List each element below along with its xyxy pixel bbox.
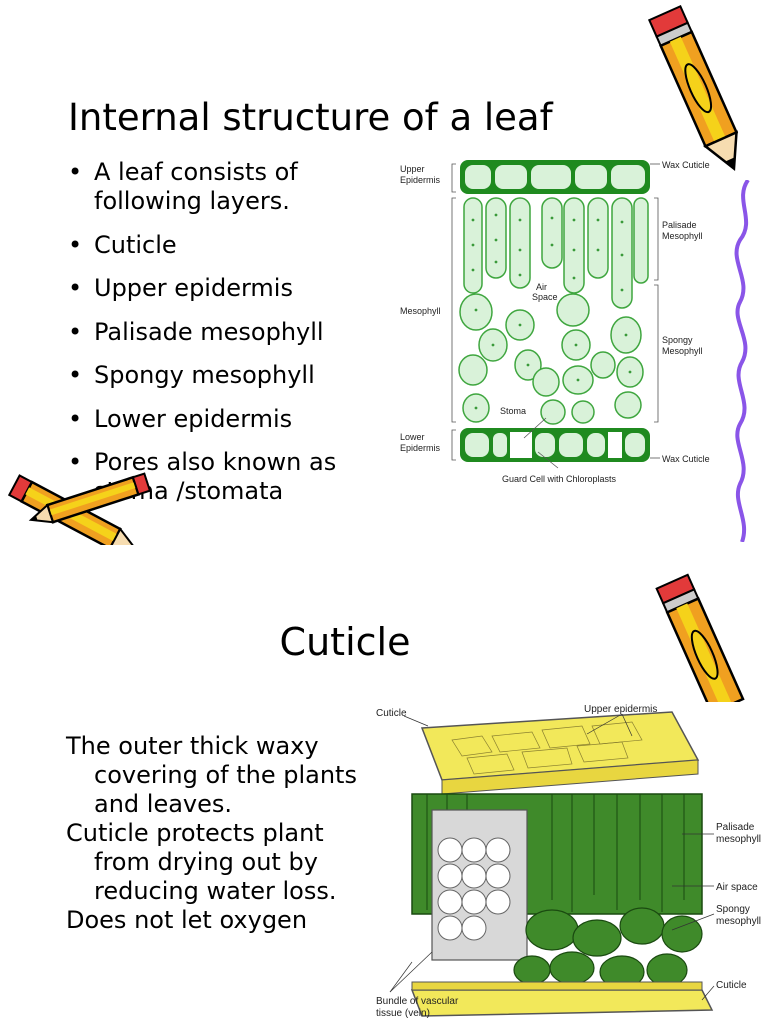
paragraph: The outer thick waxy covering of the pla… [66, 732, 357, 818]
label-wax-cuticle-bottom: Wax Cuticle [662, 454, 710, 464]
bullet-item: Palisade mesophyll [66, 318, 366, 347]
bullet-item: Upper epidermis [66, 274, 366, 303]
label-air-1: Air [536, 282, 547, 292]
slide-title: Internal structure of a leaf [68, 96, 553, 139]
label-spongy-2: mesophyll [716, 916, 761, 927]
label-air-2: Space [532, 292, 558, 302]
slide-title: Cuticle [279, 620, 411, 664]
leaf-3d-section-diagram: Cuticle Upper epidermis Palisade mesophy… [376, 704, 761, 1019]
label-spongy-2: Mesophyll [662, 346, 703, 356]
label-air-space: Air space [716, 882, 758, 893]
pencil-clipart-icon [655, 573, 745, 702]
label-bundle-1: Bundle of vascular [376, 996, 459, 1007]
label-cuticle-top: Cuticle [376, 708, 407, 719]
label-lower-epidermis-2: Epidermis [400, 443, 441, 453]
bullet-list: A leaf consists of following layers. Cut… [66, 158, 366, 521]
crossed-pencils-icon [7, 472, 152, 545]
bullet-item: Cuticle [66, 231, 366, 260]
slide-internal-structure: Internal structure of a leaf A leaf cons… [0, 0, 768, 545]
label-palisade-1: Palisade [716, 822, 755, 833]
label-upper-epidermis-2: Epidermis [400, 175, 441, 185]
label-guard-cell: Guard Cell with Chloroplasts [502, 474, 617, 484]
paragraph: Cuticle protects plant from drying out b… [66, 819, 337, 905]
bullet-item: A leaf consists of following layers. [66, 158, 366, 216]
label-lower-epidermis-1: Lower [400, 432, 425, 442]
label-palisade-2: Mesophyll [662, 231, 703, 241]
paragraph-list: The outer thick waxy covering of the pla… [66, 732, 366, 935]
bullet-item: Spongy mesophyll [66, 361, 366, 390]
label-spongy-1: Spongy [716, 904, 750, 915]
squiggle-decoration-icon [734, 180, 750, 542]
label-stoma: Stoma [500, 406, 526, 416]
label-mesophyll: Mesophyll [400, 306, 441, 316]
leaf-cross-section-diagram: Upper Epidermis Mesophyll Lower Epidermi… [400, 160, 710, 484]
label-palisade-1: Palisade [662, 220, 697, 230]
bullet-item: Lower epidermis [66, 405, 366, 434]
label-upper-epidermis-1: Upper [400, 164, 425, 174]
paragraph: Does not let oxygen [66, 906, 308, 934]
label-upper-epidermis: Upper epidermis [584, 704, 657, 715]
label-bundle-2: tissue (vein) [376, 1008, 430, 1019]
slide-cuticle: Cuticle The outer thick waxy covering of… [0, 560, 768, 1024]
pencil-clipart-icon [647, 5, 739, 171]
label-wax-cuticle-top: Wax Cuticle [662, 160, 710, 170]
label-cuticle-bottom: Cuticle [716, 980, 747, 991]
label-spongy-1: Spongy [662, 335, 693, 345]
label-palisade-2: mesophyll [716, 834, 761, 845]
bullet-item: Pores also known as stoma /stomata [66, 448, 366, 506]
